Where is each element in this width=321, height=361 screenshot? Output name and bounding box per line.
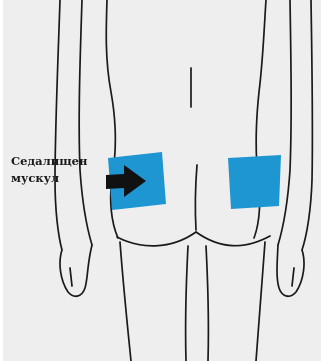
right-buttock-fold	[196, 232, 270, 246]
right-leg-outer	[256, 242, 265, 361]
right-leg-inner	[206, 246, 208, 361]
right-hand	[277, 245, 304, 296]
left-buttock-fold	[117, 232, 196, 246]
left-leg-inner	[186, 246, 188, 361]
injection-site-right	[228, 155, 281, 209]
gluteus-muscle-label: Седалищен мускул	[11, 153, 87, 187]
right-arm-inner	[278, 0, 291, 245]
label-line-1: Седалищен	[11, 153, 87, 170]
left-hand-finger	[70, 268, 72, 286]
left-leg-outer	[120, 242, 131, 361]
left-hand	[60, 245, 92, 296]
gluteal-cleft	[195, 165, 197, 230]
left-arm-inner	[79, 0, 92, 245]
right-hand-finger	[292, 268, 294, 286]
left-arm-outer	[55, 0, 62, 250]
label-line-2: мускул	[11, 170, 87, 187]
right-arm-outer	[302, 0, 312, 250]
